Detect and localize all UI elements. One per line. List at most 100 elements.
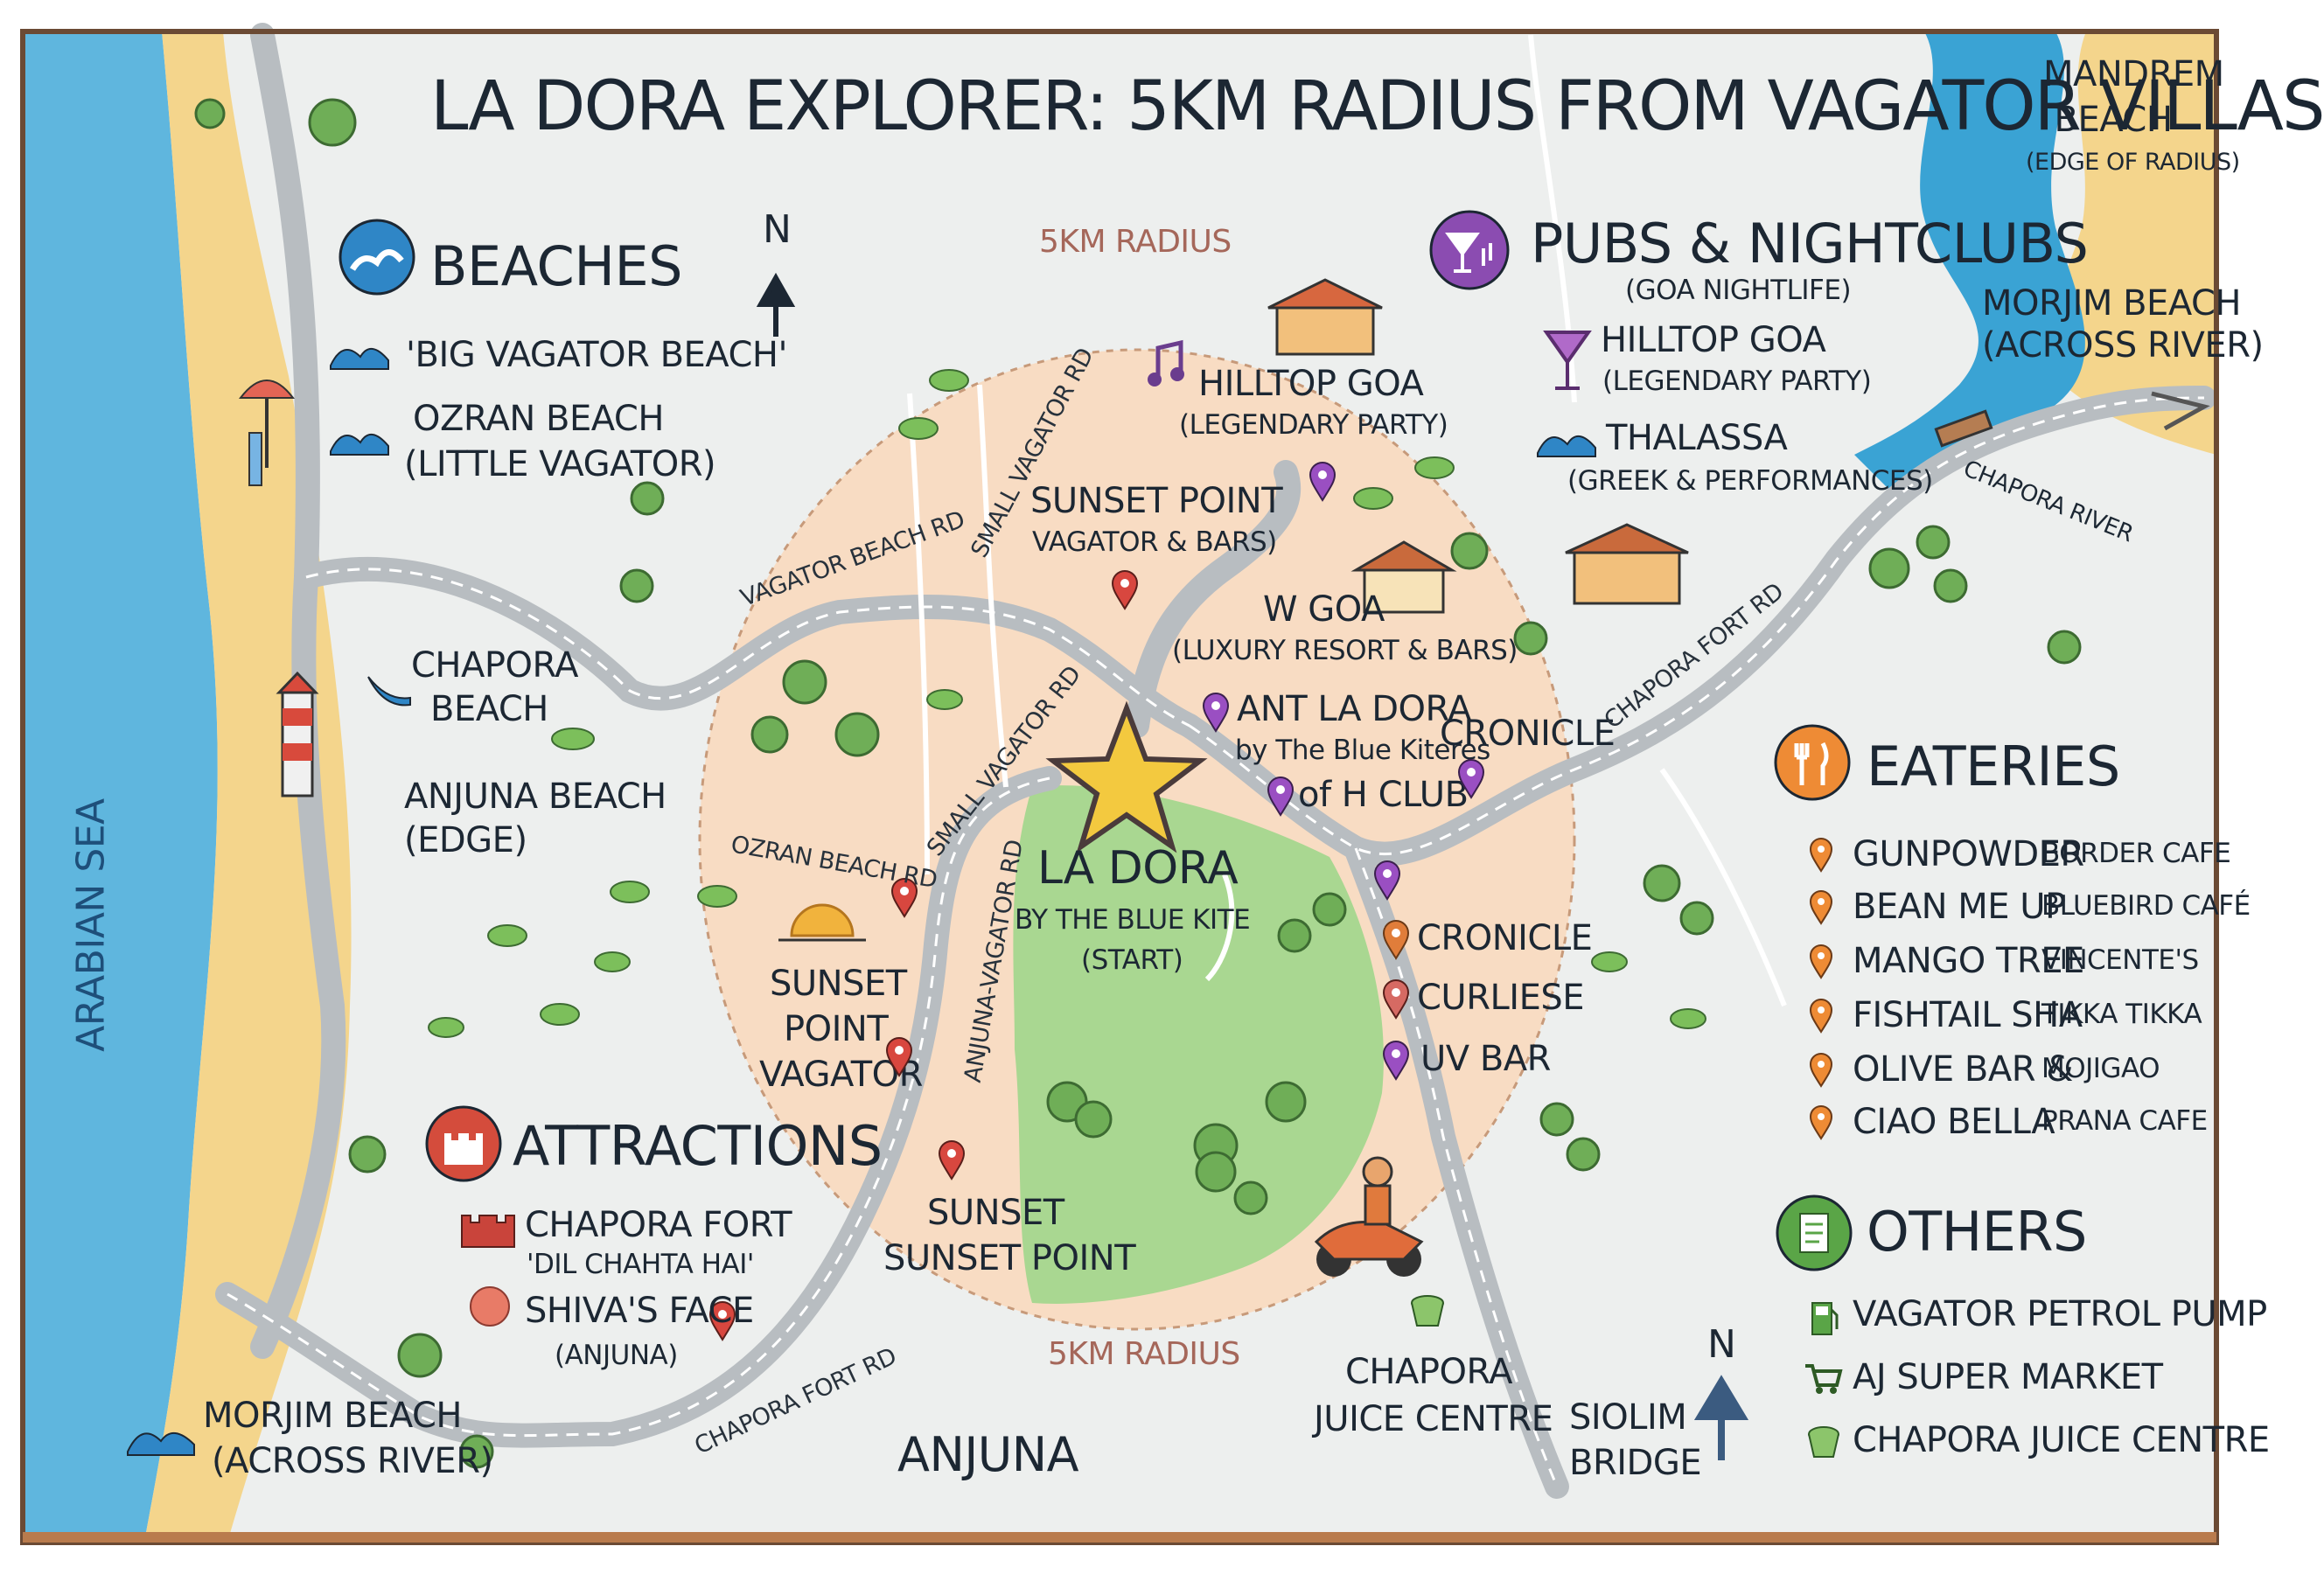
others-item-supermarket: AJ SUPER MARKET [1853,1357,2163,1397]
location-pin-icon[interactable] [1382,920,1410,960]
sunset-bottom-1: SUNSET [927,1193,1064,1233]
attraction-shiva-note: (ANJUNA) [555,1340,678,1371]
pubs-heading: PUBS & NIGHTCLUBS [1531,212,2089,275]
location-pin-icon[interactable] [1373,860,1401,901]
waves-icon [338,219,415,296]
shiva-face-icon [470,1286,510,1327]
border-strip [23,1532,2216,1543]
location-pin-icon[interactable] [708,1301,736,1341]
beach-umbrella [238,380,296,486]
fork-knife-icon [1774,724,1851,801]
sunset-sun [778,903,866,942]
others-heading: OTHERS [1867,1200,2087,1264]
eatery-left-3: MANGO TREE [1853,941,2084,981]
sand-strip [144,31,352,1543]
hilltop-circle-name: HILLTOP GOA [1198,364,1424,404]
w-goa-name: W GOA [1263,589,1385,630]
map-artwork [20,23,2219,1545]
location-pin-icon [1809,890,1833,925]
music-note-icon [1148,339,1184,387]
fuel-pump-icon [1811,1302,1839,1335]
location-pin-icon [1809,999,1833,1034]
location-pin-icon[interactable] [1202,693,1230,733]
location-pin-icon[interactable] [1457,759,1485,799]
morjim-beach-sw-note: (ACROSS RIVER) [212,1441,493,1481]
radius-label-bottom: 5KM RADIUS [1048,1336,1240,1372]
location-pin-icon[interactable] [1382,979,1410,1020]
start-subtitle: BY THE BLUE KITE [1015,904,1251,936]
compass-arrow-bottom [1693,1375,1749,1460]
mandrem-note: (EDGE OF RADIUS) [2026,149,2240,176]
compass-letter-top: N [763,207,792,252]
start-note: (START) [1081,944,1183,976]
mandrem-label-2: BEACH [2054,100,2173,140]
siolim-label-2: BRIDGE [1569,1443,1702,1483]
anjuna-beach-edge: (EDGE) [404,820,527,860]
start-name: LA DORA [1037,842,1239,895]
anjuna-beach-label: ANJUNA BEACH [404,777,666,817]
attraction-chapora-fort: CHAPORA FORT [525,1205,792,1245]
house-hilltop [1267,278,1383,356]
castle-icon [425,1105,502,1182]
eatery-right-4: TIKKA TIKKA [2041,999,2202,1030]
location-pin-icon [1809,944,1833,979]
eatery-left-2: BEAN ME UP [1853,887,2066,927]
sea-label: ARABIAN SEA [68,798,114,1052]
siolim-label-1: SIOLIM [1569,1397,1687,1438]
river-arrow [2151,391,2210,431]
wave-icon [127,1432,195,1456]
chapora-river [1854,31,2085,490]
juice-cup-icon [1808,1426,1839,1458]
beach-item-big-vagator: 'BIG VAGATOR BEACH' [406,335,787,375]
eatery-left-5: OLIVE BAR & [1853,1049,2073,1090]
eatery-right-5: MOJIGAO [2041,1053,2160,1084]
compass-letter-bottom: N [1707,1322,1736,1367]
bushes [428,369,1706,1038]
location-pin-icon[interactable] [885,1037,913,1077]
house-thalassa [1565,523,1689,605]
trees [194,98,2082,1469]
pub-thalassa-note: (GREEK & PERFORMANCES) [1567,465,1933,497]
juice-centre-label-2: JUICE CENTRE [1314,1399,1553,1439]
location-pin-icon [1809,838,1833,873]
attractions-heading: ATTRACTIONS [513,1114,883,1178]
location-pin-icon[interactable] [938,1140,966,1180]
morjim-ne-note: (ACROSS RIVER) [1982,325,2264,366]
start-star [1045,700,1208,853]
pubs-subheading: (GOA NIGHTLIFE) [1625,275,1852,306]
chapora-beach-label-2: BEACH [430,689,548,729]
w-goa-note: (LUXURY RESORT & BARS) [1172,635,1518,666]
fort-icon [461,1215,515,1248]
forest-area [1013,785,1384,1304]
juice-cup-icon [1411,1295,1444,1327]
cocktail-icon [1429,210,1510,290]
sunset-top-name: SUNSET POINT [1030,481,1283,521]
location-pin-icon[interactable] [890,878,918,918]
eatery-right-6: PRANA CAFE [2041,1105,2208,1137]
hilltop-circle-note: (LEGENDARY PARTY) [1179,409,1448,441]
scooter-rider [1314,1156,1424,1277]
hilltop-road [1125,460,1302,738]
eatery-right-3: VINCENTE'S [2041,944,2199,976]
location-pin-icon[interactable] [1267,777,1295,817]
wave-icon [330,348,389,370]
eateries-heading: EATERIES [1867,735,2120,798]
ant-la-dora-name: ANT LA DORA [1237,689,1472,729]
bar-curliese: CURLIESE [1417,978,1585,1018]
eatery-right-1: BORDER CAFE [2041,838,2231,869]
bridge [1934,409,1993,448]
shopping-cart-icon [1805,1364,1843,1394]
morjim-ne-label: MORJIM BEACH [1982,283,2242,324]
map-canvas: { "map": { "title": "LA DORA EXPLORER: 5… [20,23,2324,1545]
location-pin-icon[interactable] [1309,462,1336,502]
location-pin-icon[interactable] [1111,570,1139,610]
location-pin-icon[interactable] [1382,1041,1410,1081]
compass-arrow-top [756,272,796,337]
eatery-right-2: BLUEBIRD CAFÉ [2041,890,2251,922]
beach-item-little-vagator: (LITTLE VAGATOR) [404,444,716,484]
pub-hilltop-note: (LEGENDARY PARTY) [1602,366,1872,397]
sunset-left-1: SUNSET [770,964,907,1004]
eatery-left-1: GUNPOWDER [1853,834,2084,874]
attraction-shiva-face: SHIVA'S FACE [525,1291,754,1331]
others-item-petrol-pump: VAGATOR PETROL PUMP [1853,1294,2267,1334]
